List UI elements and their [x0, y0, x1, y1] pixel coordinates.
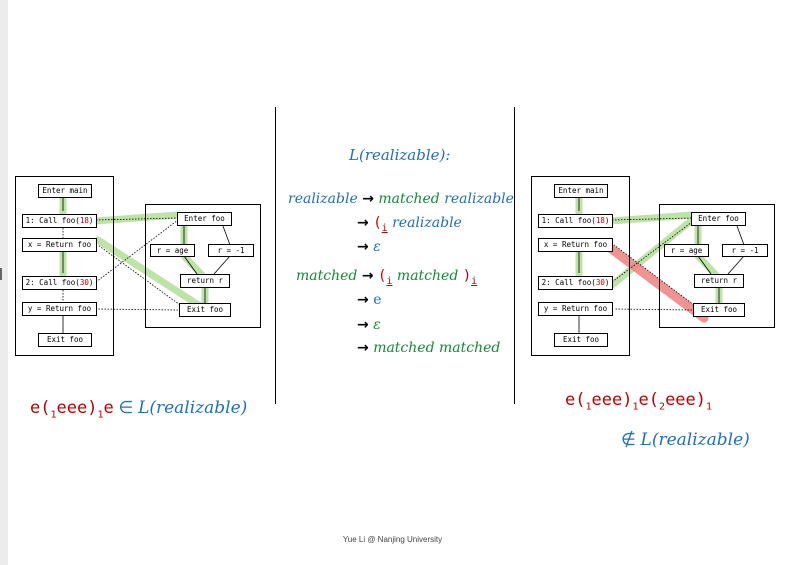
grammar-rule-2: → (i realizable: [357, 215, 462, 234]
path-exit-to-ret1-invalid: [601, 240, 709, 323]
exit-foo-node: Exit foo: [693, 303, 745, 317]
r-age-node: r = age: [150, 244, 195, 257]
r-neg-node: r = -1: [208, 244, 254, 257]
return-r-node: return r: [180, 274, 230, 288]
return2-node: y = Return foo: [538, 302, 613, 316]
grammar-rule-5: → e: [357, 292, 382, 308]
call2-node: 2: Call foo(30): [22, 276, 97, 290]
enter-main-node: Enter main: [38, 184, 92, 198]
grammar-rule-1: realizable → matched realizable: [288, 191, 514, 207]
return2-node: y = Return foo: [22, 302, 97, 316]
exit-foo-node: Exit foo: [179, 303, 231, 317]
exit-main-node: Exit foo: [554, 333, 608, 347]
return1-node: x = Return foo: [538, 238, 613, 252]
call2-node: 2: Call foo(30): [538, 276, 613, 290]
grammar-rule-6: → ε: [357, 317, 381, 333]
path-age-to-return: [180, 252, 206, 279]
grammar-rule-4: matched → (i matched )i: [296, 268, 478, 287]
left-path-expression: e(1eee)1e ∈ L(realizable): [30, 398, 248, 421]
enter-foo-node: Enter foo: [691, 212, 746, 226]
path-age-to-return: [694, 252, 720, 279]
right-path-expression: e(1eee)1e(2eee)1: [565, 390, 713, 413]
grammar-rule-7: → matched matched: [357, 340, 501, 356]
return1-node: x = Return foo: [22, 238, 97, 252]
divider-right: [514, 107, 515, 404]
grammar-rule-3: → ε: [357, 239, 381, 255]
call1-node: 1: Call foo(18): [538, 214, 613, 228]
slide-footer: Yue Li @ Nanjing University: [342, 535, 443, 544]
path-exit-to-ret1: [94, 236, 204, 310]
enter-main-node: Enter main: [554, 184, 608, 198]
r-age-node: r = age: [664, 244, 709, 257]
main-function-frame: [15, 176, 114, 356]
exit-main-node: Exit foo: [38, 333, 92, 347]
grammar-title: L(realizable):: [349, 146, 451, 164]
return-r-node: return r: [694, 274, 744, 288]
divider-left: [275, 107, 276, 404]
foo-function-frame: [659, 204, 775, 328]
r-neg-node: r = -1: [722, 244, 768, 257]
main-function-frame: [531, 176, 630, 356]
foo-function-frame: [145, 204, 261, 328]
slide-left-gutter: [0, 0, 8, 565]
call1-node: 1: Call foo(18): [22, 214, 97, 228]
path-call2-to-enter-foo: [608, 216, 696, 289]
enter-foo-node: Enter foo: [177, 212, 232, 226]
right-not-member: ∉ L(realizable): [621, 430, 750, 450]
gutter-marker: [0, 268, 2, 280]
